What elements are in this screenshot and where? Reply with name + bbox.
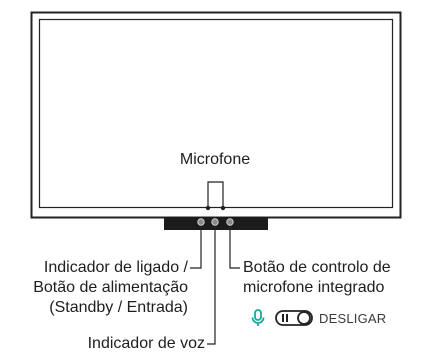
voice-indicator-callout-line bbox=[207, 226, 216, 345]
power-indicator-label: Indicador de ligado / Botão de alimentaç… bbox=[0, 258, 188, 318]
voice-indicator-dot bbox=[211, 218, 219, 226]
microphone-icon bbox=[251, 309, 265, 327]
mic-status-row: DESLIGAR bbox=[251, 308, 386, 328]
monitor-screen bbox=[38, 18, 394, 209]
voice-indicator-label: Indicador de voz bbox=[87, 335, 205, 352]
power-indicator-label-line-1: Indicador de ligado / bbox=[43, 259, 188, 276]
mic-off-status: DESLIGAR bbox=[319, 310, 387, 326]
microphone-hole-right bbox=[220, 205, 226, 211]
power-indicator-label-line-3: (Standby / Entrada) bbox=[49, 299, 188, 316]
monitor-outer-frame bbox=[30, 11, 402, 219]
mic-control-label-line-1: Botão de controlo de bbox=[243, 259, 391, 276]
mic-control-callout-line bbox=[229, 226, 240, 269]
mic-control-label-line-2: microfone integrado bbox=[243, 279, 385, 296]
power-indicator-dot bbox=[197, 218, 205, 226]
toggle-switch-icon bbox=[275, 310, 313, 326]
power-indicator-callout-line bbox=[190, 226, 202, 269]
mic-control-button-dot bbox=[226, 218, 234, 226]
microphone-callout-line bbox=[207, 181, 224, 206]
mic-control-label: Botão de controlo de microfone integrado bbox=[243, 258, 391, 298]
power-indicator-label-line-2: Botão de alimentação bbox=[33, 279, 188, 296]
microphone-label: Microfone bbox=[179, 151, 251, 168]
microphone-hole-left bbox=[205, 205, 211, 211]
